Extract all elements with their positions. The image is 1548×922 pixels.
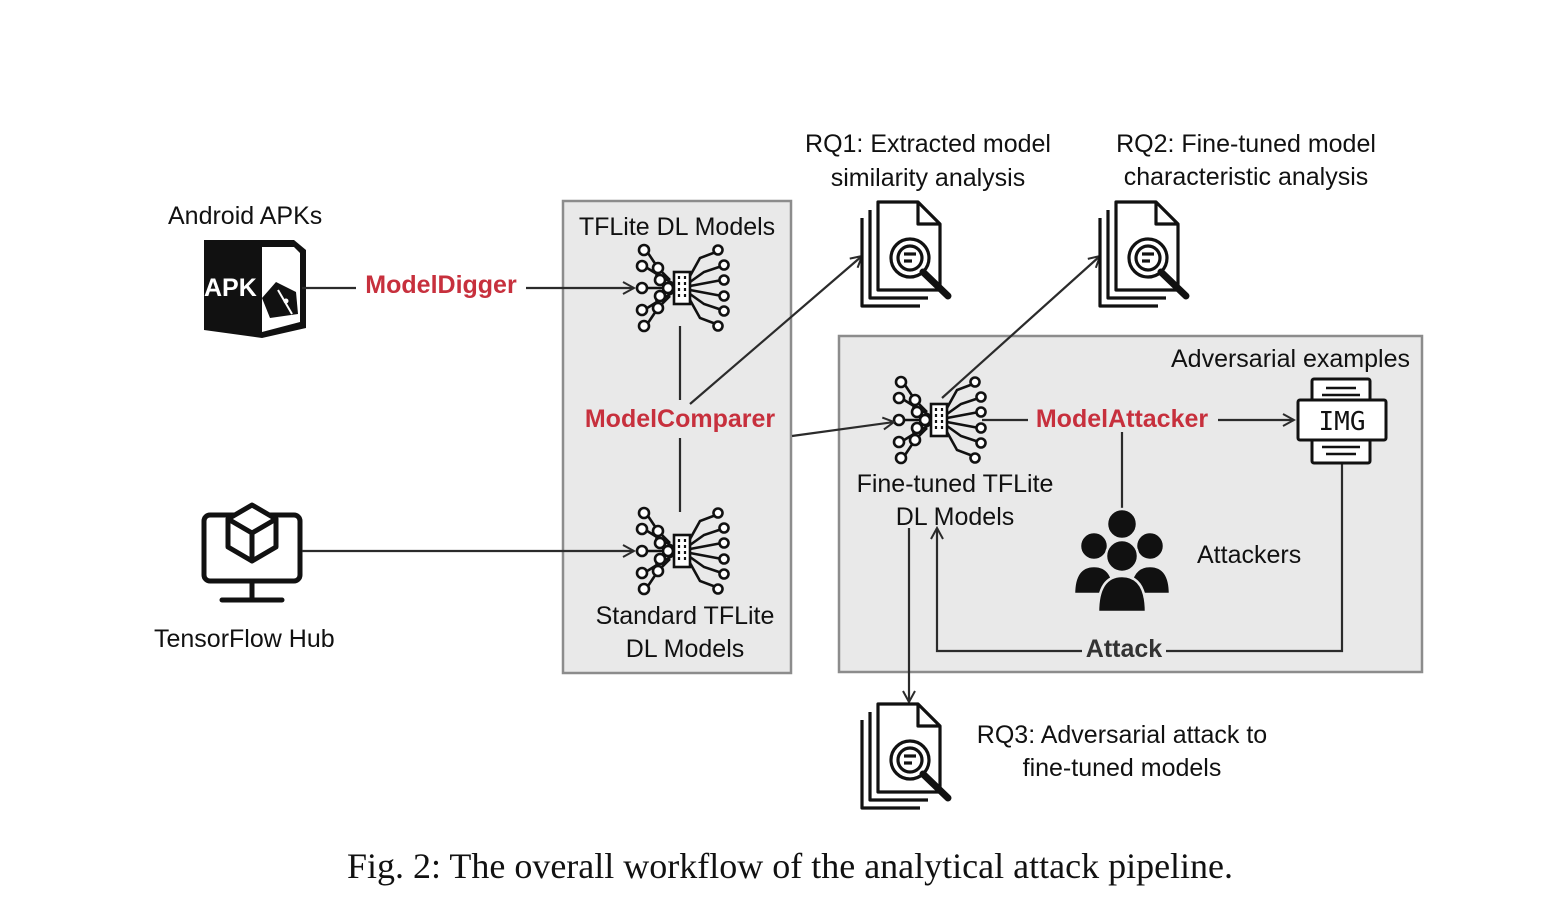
comparer-to-finetuned-arrow (791, 422, 894, 438)
attack-to-finetuned-arrow (937, 528, 1082, 653)
tensorflow-hub-label: TensorFlow Hub (154, 625, 335, 653)
attack-label: Attack (1086, 635, 1163, 663)
rq1-label-line2: similarity analysis (831, 164, 1025, 192)
report-search-icon (1100, 202, 1186, 306)
report-search-icon (862, 202, 948, 306)
attackers-label: Attackers (1197, 541, 1301, 569)
rq3-label-line1: RQ3: Adversarial attack to (977, 721, 1267, 749)
user-group-icon (1072, 507, 1172, 614)
rq3-label-line2: fine-tuned models (1023, 754, 1222, 782)
apk-badge-text: APK (204, 274, 257, 302)
finetuned-label-line2: DL Models (896, 503, 1015, 531)
standard-tflite-label-line2: DL Models (626, 635, 745, 663)
rq2-label-line1: RQ2: Fine-tuned model (1116, 130, 1376, 158)
model-digger-label: ModelDigger (365, 271, 517, 299)
apk-file-icon (204, 240, 306, 338)
img-badge-text: IMG (1319, 407, 1366, 437)
monitor-cube-icon (201, 502, 303, 603)
image-document-icon (1296, 377, 1388, 465)
figure-caption: Fig. 2: The overall workflow of the anal… (347, 846, 1233, 886)
report-search-icon (862, 704, 948, 808)
standard-tflite-label-line1: Standard TFLite (596, 602, 775, 630)
finetuned-to-rq2-arrow (941, 256, 1100, 399)
rq2-label-line2: characteristic analysis (1124, 163, 1369, 191)
rq1-label-line1: RQ1: Extracted model (805, 130, 1051, 158)
tflite-models-label: TFLite DL Models (579, 213, 775, 241)
android-apks-label: Android APKs (168, 202, 322, 230)
finetuned-label-line1: Fine-tuned TFLite (857, 470, 1054, 498)
model-comparer-label: ModelComparer (585, 405, 776, 433)
comparer-to-rq1-arrow (689, 256, 862, 405)
model-attacker-label: ModelAttacker (1036, 405, 1209, 433)
adversarial-examples-label: Adversarial examples (1171, 345, 1410, 373)
img-to-attack-line (1166, 464, 1344, 653)
